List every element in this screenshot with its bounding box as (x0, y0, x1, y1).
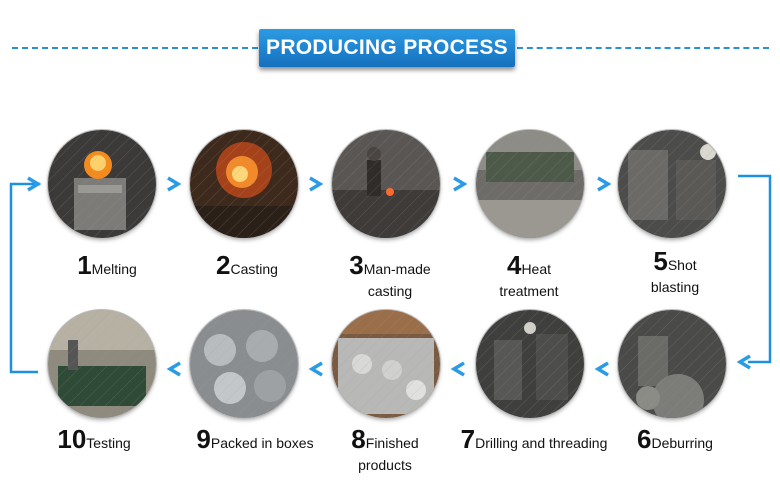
step-text-line2: blasting (650, 279, 700, 295)
step-label-9: 9Packed in boxes (180, 426, 330, 454)
step-number: 4 (506, 250, 522, 280)
step-number: 7 (460, 424, 476, 454)
arrow-left-icon (308, 361, 323, 377)
step-photo-man-made-casting (332, 130, 440, 238)
arrow-left-icon (736, 354, 751, 370)
step-photo-drilling-and-threading (476, 310, 584, 418)
step-number: 5 (653, 246, 668, 276)
step-photo-finished-products (332, 310, 440, 418)
step-label-5: 5Shot blasting (620, 248, 730, 298)
step-text: Casting (230, 261, 278, 277)
step-text: Packed in boxes (210, 435, 314, 451)
step-number: 2 (216, 250, 231, 280)
step-text: Testing (86, 435, 131, 451)
step-label-6: 6Deburring (620, 426, 730, 454)
step-photo-melting (48, 130, 156, 238)
page-title: PRODUCING PROCESS (259, 29, 515, 67)
arrow-left-icon (450, 361, 465, 377)
step-text: Finished (365, 435, 419, 451)
step-photo-casting (190, 130, 298, 238)
step-text-line2: casting (367, 283, 413, 299)
step-number: 10 (57, 424, 87, 454)
step-text: Melting (91, 261, 137, 277)
step-label-1: 1Melting (52, 252, 162, 280)
step-number: 9 (196, 424, 211, 454)
step-number: 8 (351, 424, 366, 454)
step-label-8: 8Finished products (330, 426, 440, 476)
step-label-7: 7Drilling and threading (446, 426, 622, 454)
step-photo-shot-blasting (618, 130, 726, 238)
arrow-right-icon (309, 176, 324, 192)
arrow-right-icon (27, 176, 42, 192)
header-divider-right (517, 47, 769, 49)
step-text: Man-made (363, 261, 431, 277)
step-number: 6 (637, 424, 652, 454)
step-photo-heat-treatment (476, 130, 584, 238)
step-label-4: 4Heat treatment (474, 252, 584, 302)
step-photo-deburring (618, 310, 726, 418)
step-label-2: 2Casting (192, 252, 302, 280)
step-label-3: 3Man-made casting (330, 252, 450, 302)
step-text-line2: treatment (499, 283, 559, 299)
arrow-right-icon (453, 176, 468, 192)
arrow-right-icon (167, 176, 182, 192)
step-number: 1 (77, 250, 92, 280)
step-text: Drilling and threading (475, 435, 608, 451)
step-text: Deburring (651, 435, 713, 451)
step-text-line2: products (358, 457, 412, 473)
arrow-right-icon (597, 176, 612, 192)
step-number: 3 (349, 250, 364, 280)
step-photo-testing (48, 310, 156, 418)
step-text: Shot (667, 257, 697, 273)
step-text: Heat (521, 261, 552, 277)
arrow-left-icon (594, 361, 609, 377)
arrow-left-icon (166, 361, 181, 377)
step-photo-packed-in-boxes (190, 310, 298, 418)
step-label-10: 10Testing (24, 426, 164, 454)
header-divider-left (12, 47, 258, 49)
